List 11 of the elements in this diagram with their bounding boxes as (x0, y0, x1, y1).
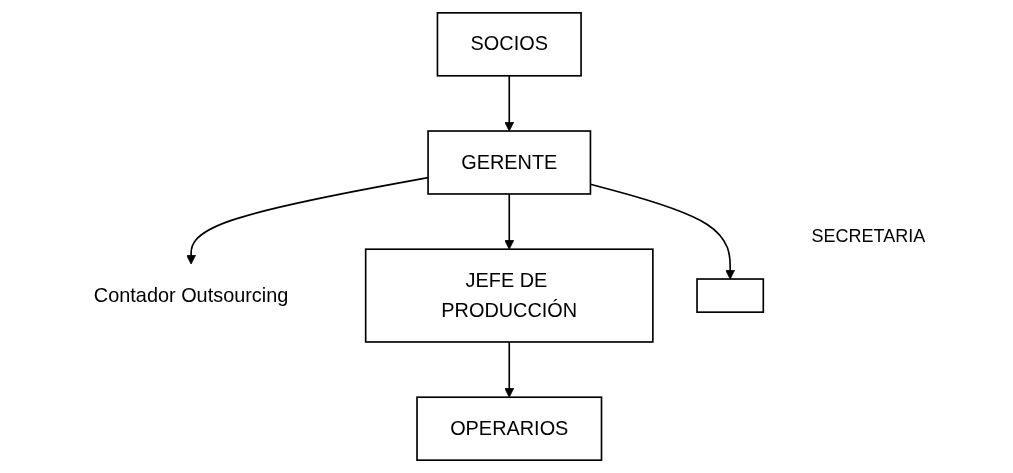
node-text: Contador Outsourcing (93, 283, 288, 307)
arrow (503, 341, 514, 398)
arrow (503, 74, 514, 132)
arrow (503, 193, 514, 250)
node-box: SOCIOS (436, 12, 582, 77)
arrow (589, 183, 735, 280)
node-box: GERENTE (426, 130, 591, 195)
node-box: JEFE DE PRODUCCIÓN (364, 248, 654, 343)
node-box (695, 278, 764, 313)
role-label: SECRETARIA (811, 226, 927, 247)
node-box: OPERARIOS (415, 396, 602, 461)
